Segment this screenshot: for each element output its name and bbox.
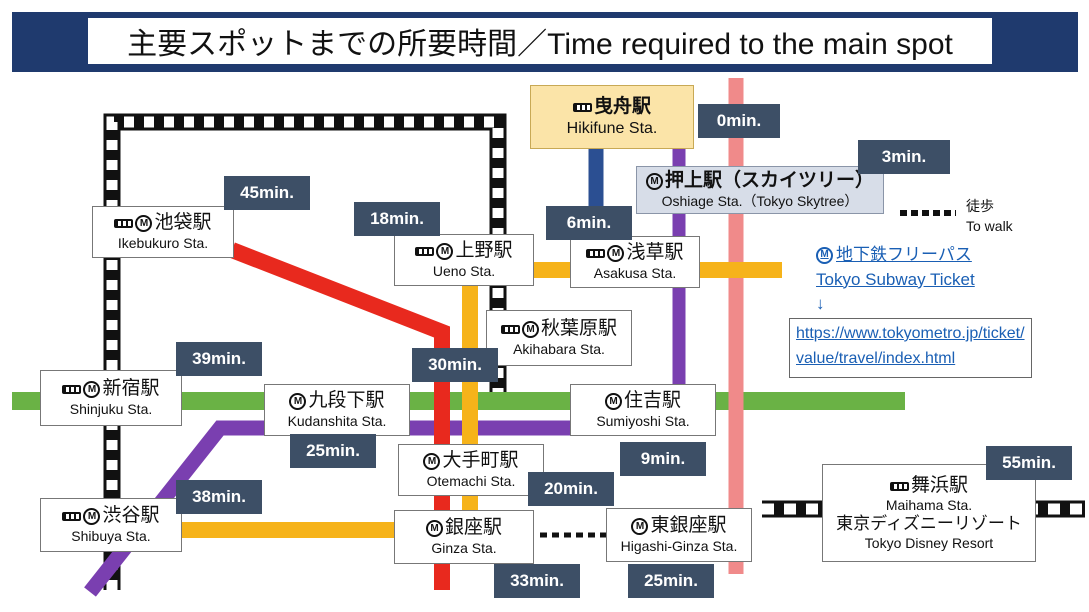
- walk-legend-marker: [900, 210, 956, 216]
- metro-icon: M: [645, 173, 663, 191]
- train-icon: [572, 102, 592, 112]
- time-badge-asakusa: 6min.: [546, 206, 632, 240]
- time-badge-oshiage: 3min.: [858, 140, 950, 174]
- metro-icon: M: [631, 518, 649, 536]
- time-badge-maihama: 55min.: [986, 446, 1072, 480]
- time-badge-ikebukuro: 45min.: [224, 176, 310, 210]
- subway-pass-url[interactable]: https://www.tokyometro.jp/ticket/value/t…: [789, 318, 1032, 378]
- metro-icon: M: [816, 246, 833, 264]
- train-icon: [114, 219, 134, 229]
- time-badge-hikifune: 0min.: [698, 104, 780, 138]
- metro-icon: M: [604, 393, 622, 411]
- arrow-down-icon: ↓: [816, 294, 825, 314]
- page-title: 主要スポットまでの所要時間／Time required to the main …: [88, 18, 992, 64]
- metro-icon: M: [135, 215, 153, 233]
- metro-icon: M: [607, 245, 625, 263]
- train-icon: [62, 385, 82, 395]
- time-badge-ueno: 18min.: [354, 202, 440, 236]
- time-badge-shibuya: 38min.: [176, 480, 262, 514]
- subway-pass-link-en[interactable]: Tokyo Subway Ticket: [816, 269, 975, 289]
- walk-legend-label: 徒歩 To walk: [966, 198, 1013, 235]
- metro-icon: M: [83, 508, 101, 526]
- metro-icon: M: [436, 243, 454, 261]
- time-badge-kudanshita: 25min.: [290, 434, 376, 468]
- metro-icon: M: [521, 321, 539, 339]
- metro-icon: M: [425, 520, 443, 538]
- time-badge-otemachi: 20min.: [528, 472, 614, 506]
- asakusa-line: [229, 242, 450, 590]
- time-badge-ginza: 33min.: [494, 564, 580, 598]
- train-icon: [415, 247, 435, 257]
- station-maihama: 舞浜駅 Maihama Sta. 東京ディズニーリゾート Tokyo Disne…: [822, 464, 1036, 562]
- metro-icon: M: [83, 381, 101, 399]
- train-icon: [586, 249, 606, 259]
- train-icon: [500, 325, 520, 335]
- train-icon: [889, 481, 909, 491]
- metro-icon: M: [289, 393, 307, 411]
- time-badge-shinjuku: 39min.: [176, 342, 262, 376]
- time-badge-akihabara: 30min.: [412, 348, 498, 382]
- train-icon: [62, 512, 82, 522]
- time-badge-sumiyoshi: 9min.: [620, 442, 706, 476]
- metro-icon: M: [423, 453, 441, 471]
- time-badge-higashi-ginza: 25min.: [628, 564, 714, 598]
- station-hikifune: 曳舟駅 Hikifune Sta.: [530, 85, 694, 149]
